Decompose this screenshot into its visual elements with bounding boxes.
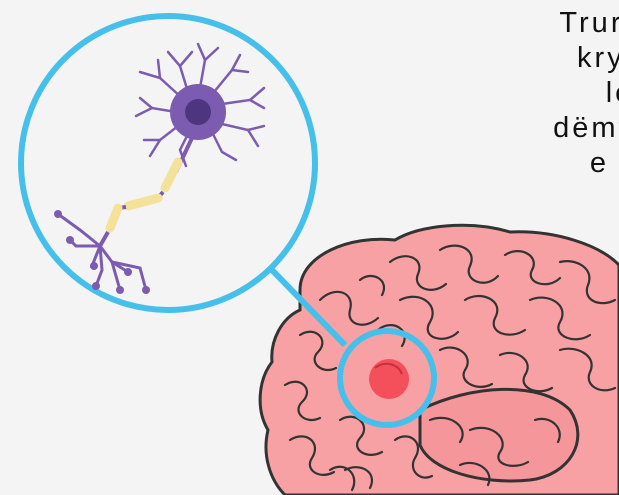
neuron-nucleus [185, 99, 211, 125]
magnifier-large-ring [21, 16, 315, 310]
caption-line-1: Truri ka [410, 6, 619, 41]
brain-icon [260, 225, 619, 495]
caption-line-3: lë [410, 76, 619, 111]
caption-line-2: kryen [410, 41, 619, 76]
caption-text: Truri ka kryen lë dëmtohe e tij [410, 6, 619, 181]
caption-line-4: dëmtohe [410, 111, 619, 146]
caption-line-5: e tij [410, 146, 619, 181]
lesion-spot [369, 359, 409, 399]
